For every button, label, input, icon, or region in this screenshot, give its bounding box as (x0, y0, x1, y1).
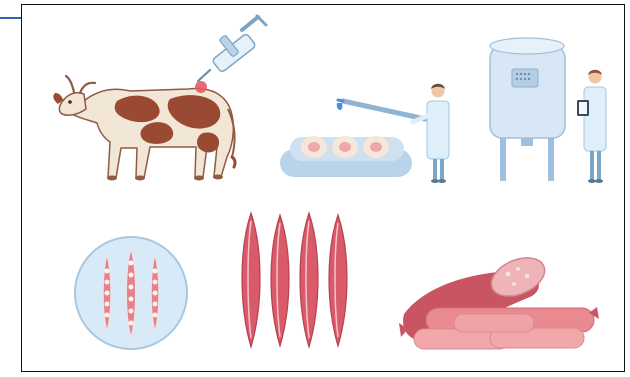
cell-culture-tray-icon (280, 136, 412, 177)
cow-icon (53, 76, 235, 181)
bioreactor-icon (490, 38, 565, 181)
muscle-fiber-icon (242, 213, 347, 347)
scientist-icon (413, 84, 449, 183)
petri-dish-icon (75, 237, 187, 349)
syringe-icon (198, 16, 266, 81)
sausage-icon (399, 250, 599, 349)
accent-line (0, 17, 22, 19)
cultured-meat-illustration (22, 5, 625, 372)
pipette-icon (337, 100, 425, 119)
illustration-frame (21, 4, 625, 372)
scientist-icon (577, 70, 606, 183)
